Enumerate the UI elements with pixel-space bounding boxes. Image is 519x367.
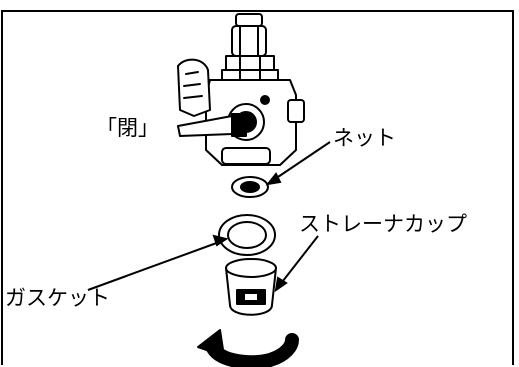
net-part: [231, 176, 269, 198]
strainer-cup-part: [225, 258, 277, 316]
label-net: ネット: [333, 126, 396, 150]
label-strainer-cup: ストレーナカップ: [299, 212, 467, 236]
valve-body: [177, 13, 305, 166]
strainer-leader-line: [274, 235, 319, 293]
gasket-leader-line: [87, 234, 229, 291]
net-leader-line: [265, 141, 331, 186]
gasket-part: [218, 214, 276, 256]
label-closed: 「閉」: [96, 116, 159, 140]
label-gasket: ガスケット: [5, 286, 110, 310]
rotation-arrow-icon: [197, 329, 299, 367]
